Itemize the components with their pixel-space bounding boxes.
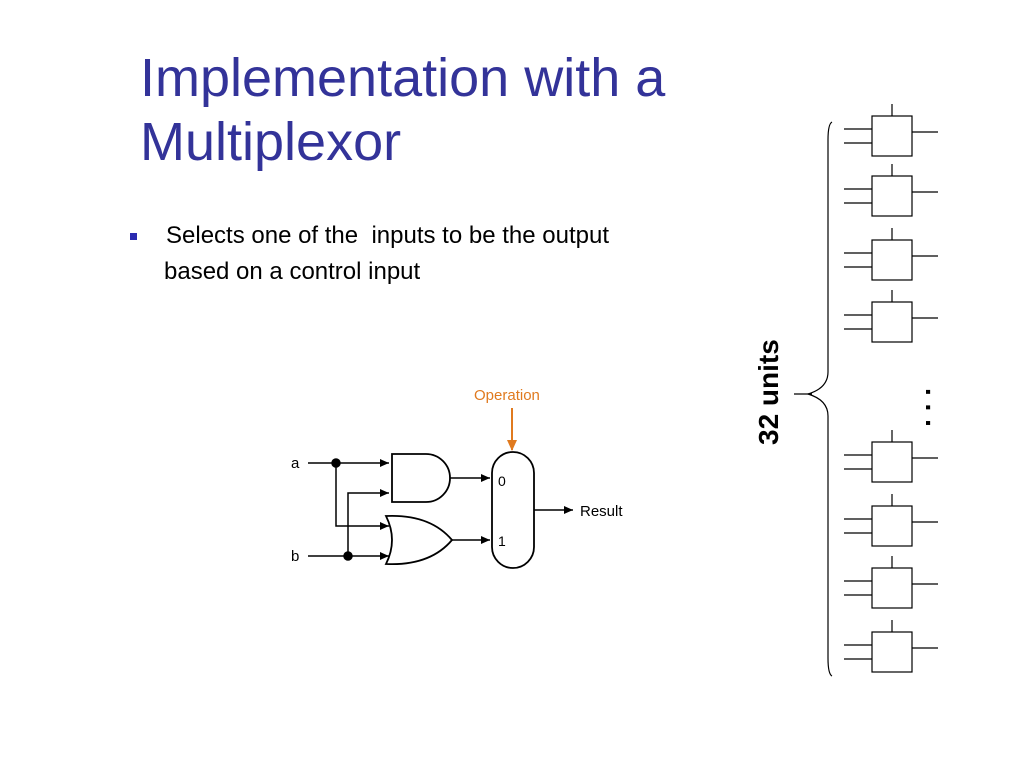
alu-unit: [844, 290, 938, 343]
result-label: Result: [580, 503, 623, 520]
alu-unit: [844, 494, 938, 547]
alu-unit: [844, 104, 938, 157]
alu-unit: [844, 228, 938, 281]
bullet-square-icon: [130, 233, 137, 240]
or-gate: [384, 515, 454, 565]
alu-circuit: a b 0 1 Result Operation: [291, 387, 623, 569]
alu-unit: [844, 164, 938, 217]
and-gate: [391, 453, 451, 503]
alu-unit: [844, 556, 938, 609]
bullet-item: Selects one of the inputs to be the outp…: [130, 218, 730, 290]
input-a-label: a: [291, 455, 300, 472]
title-line-2: Multiplexor: [140, 112, 402, 172]
unit-stack: [844, 104, 938, 673]
title-line-1: Implementation with a: [140, 48, 666, 108]
operation-label: Operation: [474, 387, 540, 404]
unit-array: 32 units . . .: [753, 104, 951, 677]
units-count-label: 32 units: [753, 339, 784, 445]
alu-unit: [844, 430, 938, 483]
multiplexor: [491, 451, 535, 569]
mux-input-1: 1: [498, 533, 506, 549]
bullet-line-1: Selects one of the inputs to be the outp…: [166, 222, 609, 249]
ellipsis-dots: . . .: [920, 388, 951, 427]
bullet-text: Selects one of the inputs to be the outp…: [164, 218, 730, 290]
brace: [805, 121, 833, 677]
bullet-line-2: based on a control input: [164, 258, 421, 285]
wire-b-to-and: [347, 489, 389, 556]
input-b-label: b: [291, 548, 299, 565]
wire-a-to-or: [335, 463, 389, 530]
mux-input-0: 0: [498, 473, 506, 489]
slide-title: Implementation with a Multiplexor: [140, 46, 665, 174]
alu-unit: [844, 620, 938, 673]
